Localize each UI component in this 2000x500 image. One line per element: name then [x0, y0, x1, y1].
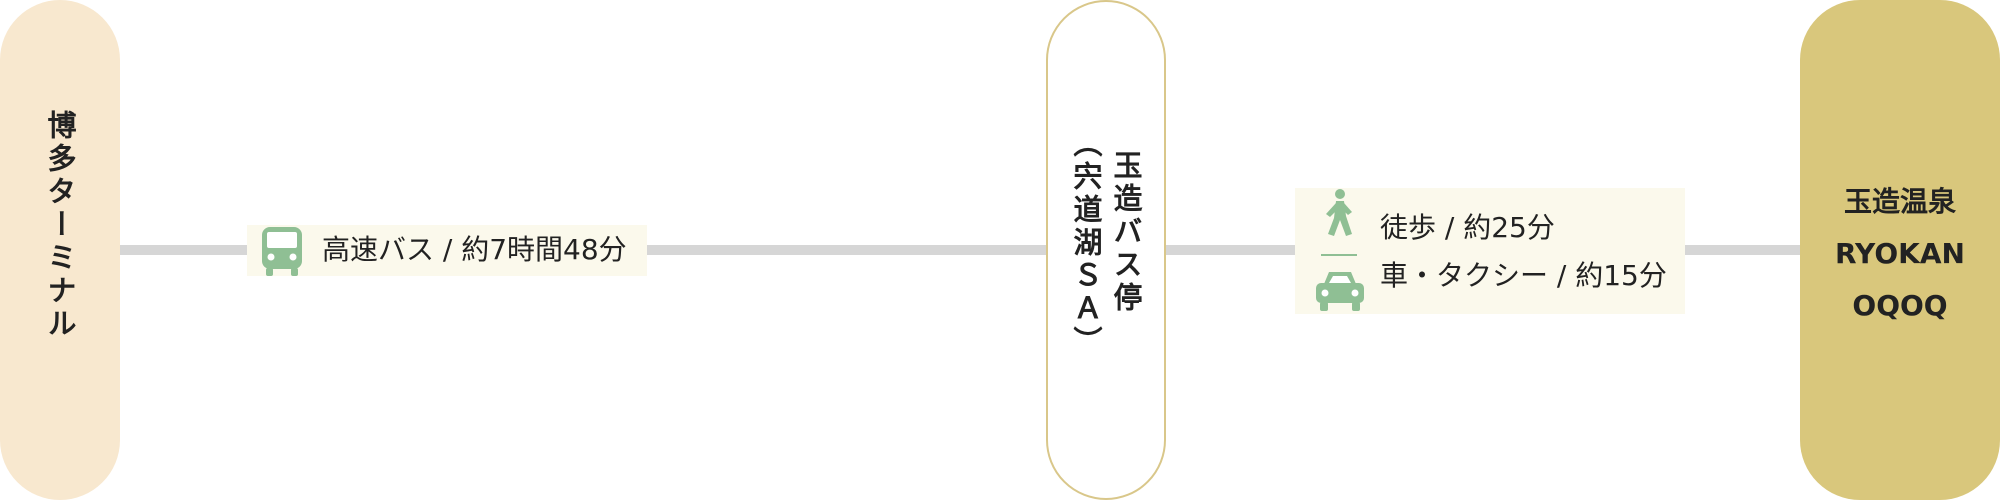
stop-node — [1046, 0, 1166, 500]
car-icon — [1316, 272, 1364, 311]
stop-label-main: 玉造バス停 — [1109, 150, 1143, 315]
origin-node — [0, 0, 120, 500]
bus-icon — [262, 227, 302, 276]
destination-node — [1800, 0, 2000, 500]
destination-label-line-1: 玉造温泉 — [1843, 185, 1956, 218]
destination-label: 玉造温泉 RYOKAN OQOQ — [1800, 176, 2000, 332]
destination-label-line-3: OQOQ — [1852, 289, 1948, 322]
walk-leg-text: 徒歩 / 約25分 — [1380, 211, 1555, 244]
destination-label-line-2: RYOKAN — [1835, 237, 1965, 270]
origin-label: 博多ターミナル — [43, 110, 77, 341]
bus-leg-text: 高速バス / 約7時間48分 — [322, 233, 627, 266]
walk-icon — [1326, 189, 1352, 236]
bus-leg-label-box — [247, 225, 647, 276]
car-leg-text: 車・タクシー / 約15分 — [1380, 259, 1667, 292]
leg-divider — [1321, 254, 1357, 256]
stop-label-sub: （宍道湖ＳＡ） — [1069, 128, 1103, 359]
